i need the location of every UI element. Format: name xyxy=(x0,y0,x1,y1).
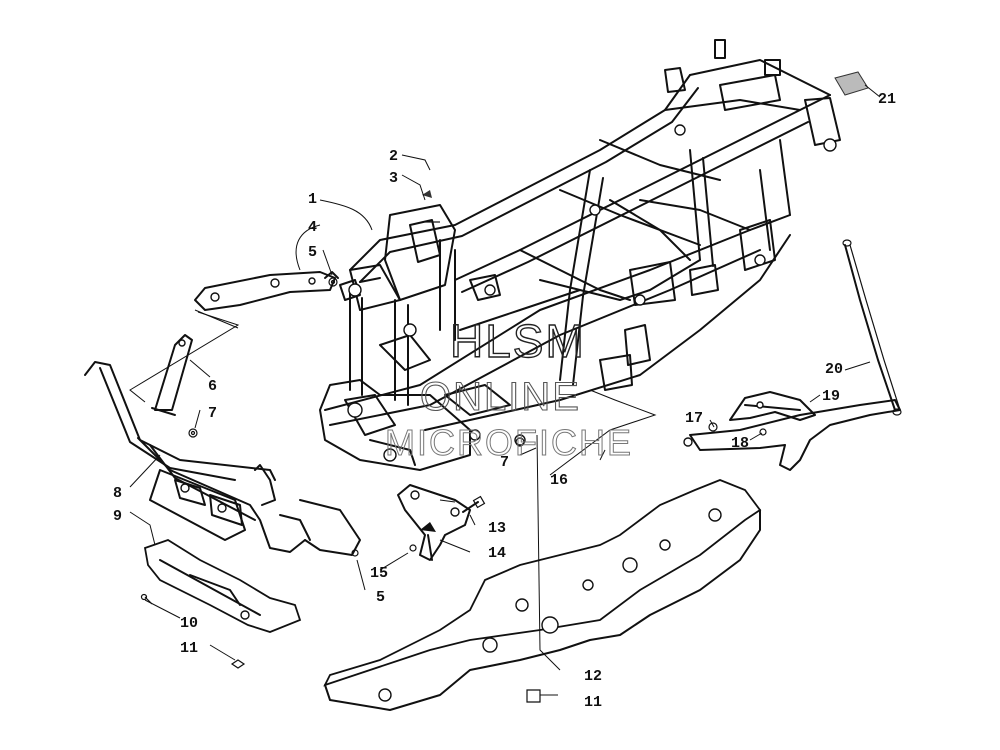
callout-12: 12 xyxy=(584,668,602,685)
callout-7: 7 xyxy=(208,405,217,422)
rod-part-20 xyxy=(842,239,902,416)
callout-18: 18 xyxy=(731,435,749,452)
callout-10: 10 xyxy=(180,615,198,632)
skid-plate-part-12 xyxy=(323,479,762,711)
callout-21: 21 xyxy=(878,91,896,108)
callout-4: 4 xyxy=(308,219,317,236)
bolt-part-13 xyxy=(462,495,486,513)
callout-7b: 7 xyxy=(500,454,509,471)
watermark-line-2: ONLINE xyxy=(420,375,581,419)
callout-6: 6 xyxy=(208,378,217,395)
decal-part-21 xyxy=(834,71,869,96)
callout-17: 17 xyxy=(685,410,703,427)
lower-guard-part-9 xyxy=(143,539,302,633)
callout-15: 15 xyxy=(370,565,388,582)
callout-13: 13 xyxy=(488,520,506,537)
callout-2: 2 xyxy=(389,148,398,165)
footrest-part-19 xyxy=(683,391,901,471)
callout-16: 16 xyxy=(550,472,568,489)
leader-lines xyxy=(129,84,881,696)
mount-bracket-part-14 xyxy=(397,484,471,561)
callout-20: 20 xyxy=(825,361,843,378)
watermark: HLSM ONLINE MICROFICHE xyxy=(385,314,633,463)
callout-3: 3 xyxy=(389,170,398,187)
main-frame xyxy=(319,39,841,471)
callout-19: 19 xyxy=(822,388,840,405)
front-bumper-part-8 xyxy=(84,361,361,556)
watermark-line-1: HLSM xyxy=(450,315,586,367)
watermark-line-3: MICROFICHE xyxy=(385,422,633,463)
callout-8: 8 xyxy=(113,485,122,502)
callout-1: 1 xyxy=(308,191,317,208)
callout-11b: 11 xyxy=(584,694,602,711)
front-bracket-part-4 xyxy=(194,271,339,311)
hardware xyxy=(140,190,767,703)
callout-5: 5 xyxy=(308,244,317,261)
callout-5b: 5 xyxy=(376,589,385,606)
callout-11: 11 xyxy=(180,640,198,657)
front-support-part-6 xyxy=(151,334,193,416)
callout-9: 9 xyxy=(113,508,122,525)
callout-numbers: 1 2 3 4 5 6 7 7 8 9 10 11 11 12 13 14 15… xyxy=(113,91,896,711)
callout-14: 14 xyxy=(488,545,506,562)
